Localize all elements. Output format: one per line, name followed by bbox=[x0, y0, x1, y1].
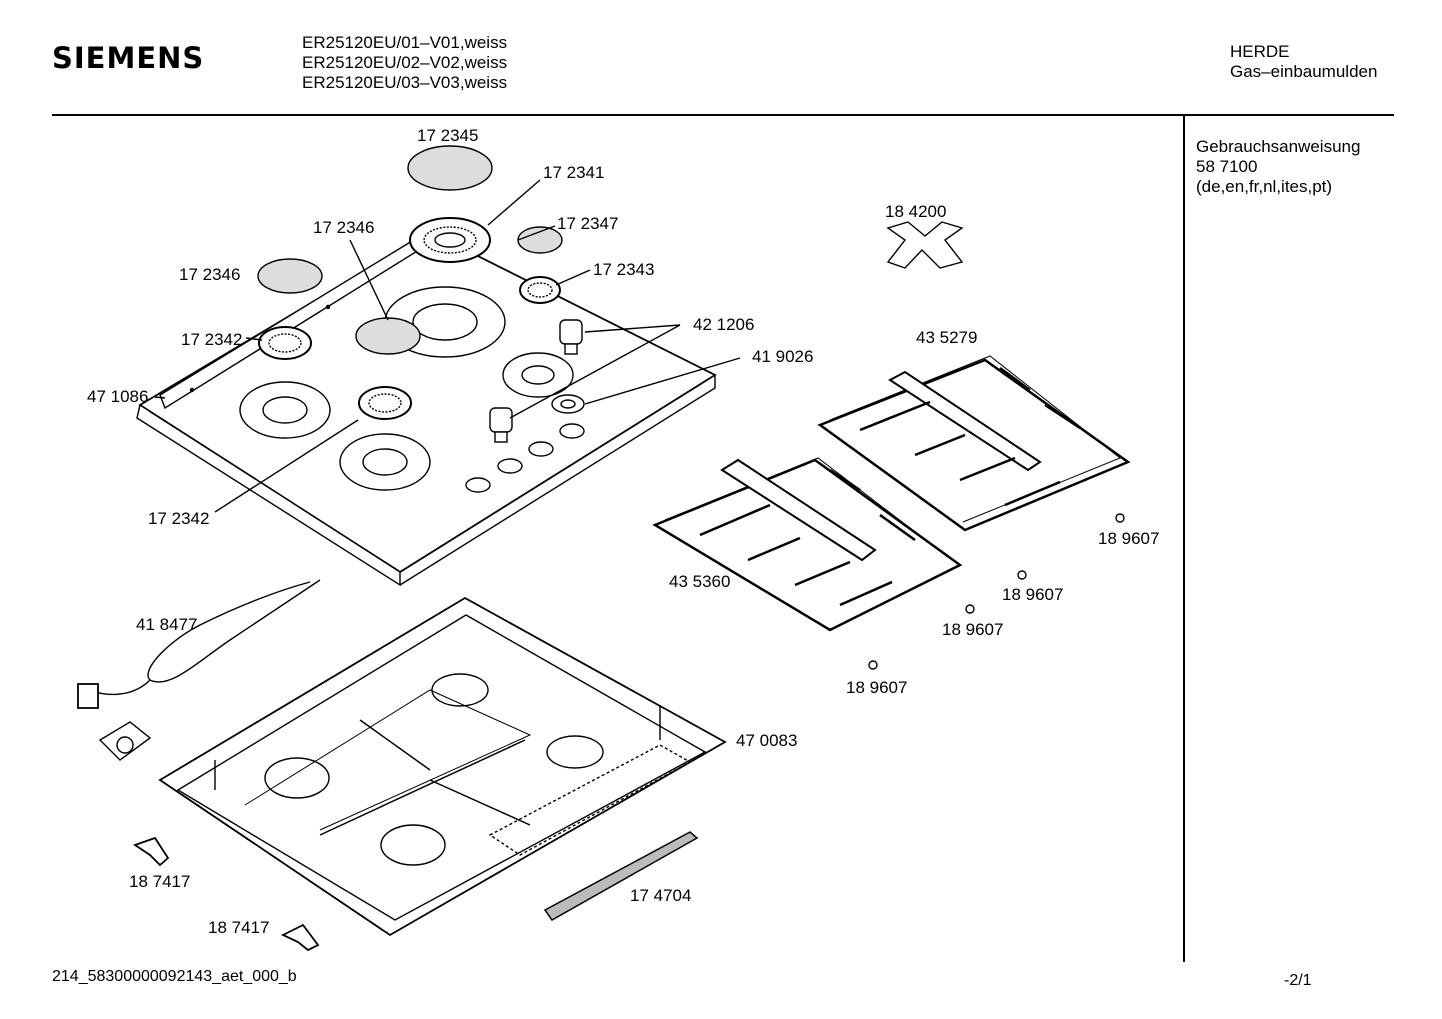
part-label: 47 1086 bbox=[87, 387, 148, 406]
burner-cap-172345 bbox=[407, 145, 493, 191]
part-label: 18 9607 bbox=[942, 620, 1003, 639]
knob-hole bbox=[465, 477, 491, 493]
header-divider bbox=[52, 114, 1394, 116]
knob-hole bbox=[497, 458, 523, 474]
model-line: ER25120EU/03–V03,weiss bbox=[302, 73, 508, 92]
knob-hole bbox=[559, 423, 585, 439]
part-label: 18 9607 bbox=[1002, 585, 1063, 604]
part-label: 17 4704 bbox=[630, 886, 691, 905]
part-label: 17 2346 bbox=[313, 218, 374, 237]
part-label: 18 9607 bbox=[1098, 529, 1159, 548]
mounting-clip bbox=[280, 923, 320, 952]
burner-recess bbox=[239, 381, 331, 439]
control-knob bbox=[489, 407, 513, 443]
part-label: 47 0083 bbox=[736, 731, 797, 750]
part-label: 42 1206 bbox=[693, 315, 754, 334]
burner-recess bbox=[502, 352, 574, 398]
burner-cap-172346b bbox=[355, 317, 421, 355]
burner-recess bbox=[339, 433, 431, 491]
part-label: 17 2342 bbox=[148, 509, 209, 528]
base-tray-470083 bbox=[158, 596, 727, 937]
model-list: ER25120EU/01–V01,weiss ER25120EU/02–V02,… bbox=[302, 33, 507, 93]
part-label: 18 7417 bbox=[208, 918, 269, 937]
manual-title: Gebrauchsanweisung bbox=[1196, 137, 1361, 156]
power-cable-418477 bbox=[77, 579, 321, 709]
brand-logo: SIEMENS bbox=[52, 41, 205, 75]
part-label: 41 9026 bbox=[752, 347, 813, 366]
manual-number: 58 7100 bbox=[1196, 157, 1258, 176]
wok-support-184200 bbox=[886, 221, 964, 269]
exploded-view-drawing: 17 2345 17 2341 17 2346 17 2347 17 2346 … bbox=[77, 126, 1159, 952]
part-label: 18 7417 bbox=[129, 872, 190, 891]
part-label: 18 9607 bbox=[846, 678, 907, 697]
pan-grate-435279 bbox=[817, 355, 1131, 532]
part-label: 17 2341 bbox=[543, 163, 604, 182]
burner-head-172342a bbox=[258, 326, 312, 360]
part-label: 43 5279 bbox=[916, 328, 977, 347]
part-label: 18 4200 bbox=[885, 202, 946, 221]
model-line: ER25120EU/02–V02,weiss bbox=[302, 53, 508, 72]
category-title: HERDE bbox=[1230, 42, 1290, 61]
part-label: 17 2345 bbox=[417, 126, 478, 145]
category-block: HERDE Gas–einbaumulden bbox=[1230, 42, 1377, 82]
ignition-switch bbox=[98, 721, 152, 761]
burner-head-172342b bbox=[358, 386, 412, 420]
burner-cap-172347 bbox=[517, 226, 563, 254]
model-line: ER25120EU/01–V01,weiss bbox=[302, 33, 508, 52]
burner-cap-172346a bbox=[257, 258, 323, 294]
burner-head-172343 bbox=[519, 276, 561, 304]
side-divider bbox=[1183, 115, 1185, 962]
pan-grate-435360 bbox=[652, 457, 963, 632]
part-label: 17 2343 bbox=[593, 260, 654, 279]
category-subtitle: Gas–einbaumulden bbox=[1230, 62, 1378, 81]
seal-strip-174704 bbox=[543, 831, 699, 921]
part-labels: 17 2345 17 2341 17 2346 17 2347 17 2346 … bbox=[87, 126, 1159, 937]
cooktop-plate bbox=[136, 230, 717, 587]
part-label: 17 2342 bbox=[181, 330, 242, 349]
rubber-foot bbox=[868, 513, 1125, 670]
part-label: 17 2347 bbox=[557, 214, 618, 233]
page-number: -2/1 bbox=[1284, 972, 1312, 989]
manual-languages: (de,en,fr,nl,ites,pt) bbox=[1196, 177, 1333, 196]
part-label: 43 5360 bbox=[669, 572, 730, 591]
control-knob bbox=[559, 319, 583, 355]
mounting-clip bbox=[132, 836, 170, 867]
knob-bezel-419026 bbox=[551, 394, 585, 414]
burner-head-172341 bbox=[409, 217, 491, 263]
part-label: 17 2346 bbox=[179, 265, 240, 284]
document-id: 214_58300000092143_aet_000_b bbox=[52, 968, 297, 985]
part-label: 41 8477 bbox=[136, 615, 197, 634]
knob-hole bbox=[528, 441, 554, 457]
manual-info: Gebrauchsanweisung 58 7100 (de,en,fr,nl,… bbox=[1196, 137, 1360, 197]
